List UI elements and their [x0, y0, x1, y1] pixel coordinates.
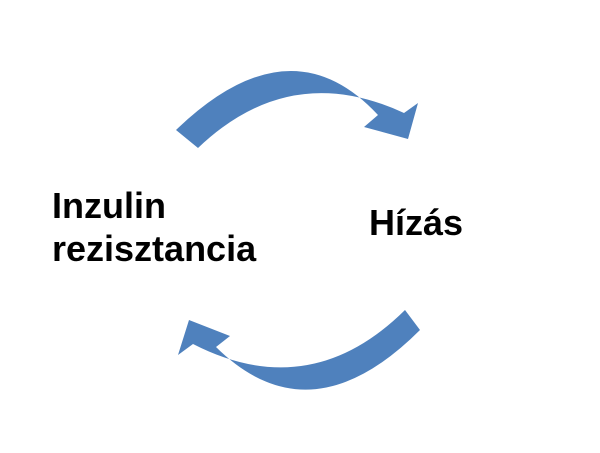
top-curved-arrow-icon	[176, 70, 418, 148]
bottom-curved-arrow-icon	[178, 310, 420, 390]
insulin-resistance-line1: Inzulin	[52, 185, 166, 226]
insulin-resistance-line2: rezisztancia	[52, 228, 257, 269]
weight-gain-label: Hízás	[369, 202, 464, 243]
insulin-resistance-label: Inzulin rezisztancia	[52, 184, 256, 270]
